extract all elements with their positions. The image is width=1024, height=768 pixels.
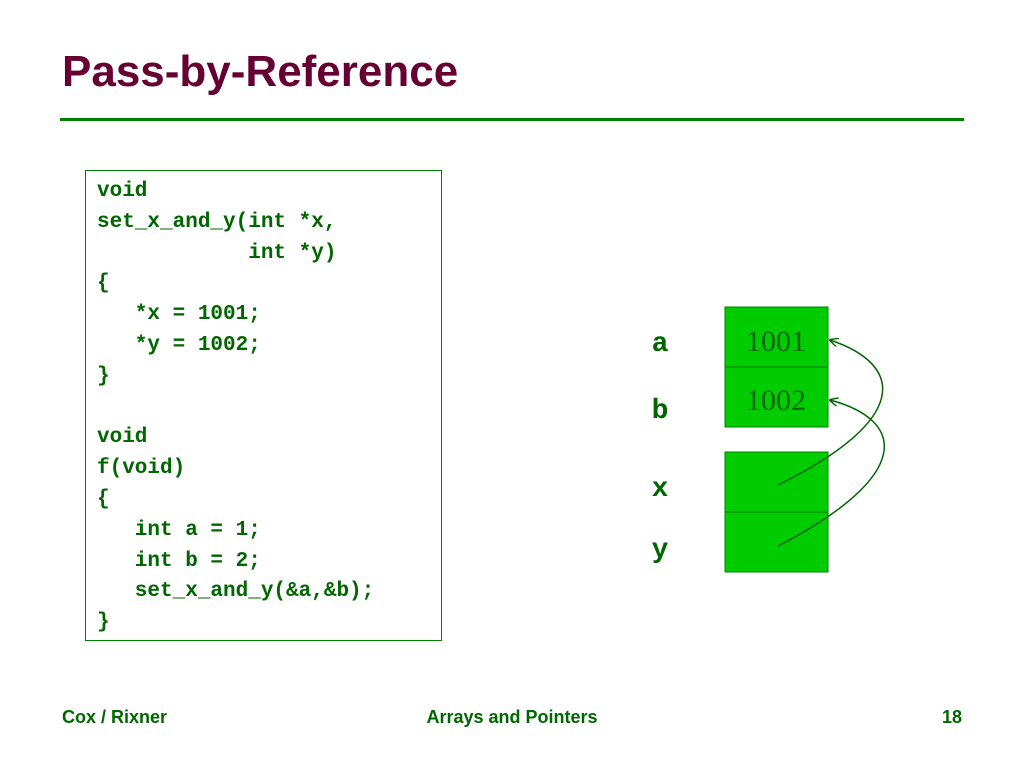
- code-line: void: [97, 426, 148, 450]
- variable-label-a: a: [652, 329, 669, 360]
- slide-title: Pass-by-Reference: [62, 47, 459, 96]
- code-line: int a = 1;: [97, 518, 261, 542]
- code-line: {: [97, 272, 110, 296]
- variable-label-y: y: [652, 535, 669, 566]
- code-line: void: [97, 180, 148, 203]
- variable-label-x: x: [652, 474, 669, 505]
- code-line: *x = 1001;: [97, 303, 261, 327]
- code-line: {: [97, 487, 110, 511]
- code-line: }: [97, 611, 110, 635]
- footer-topic: Arrays and Pointers: [426, 707, 598, 727]
- code-line: *y = 1002;: [97, 333, 261, 357]
- cell-value-a: 1001: [746, 325, 806, 358]
- code-line: set_x_and_y(int *x,: [97, 210, 337, 234]
- variable-label-b: b: [652, 396, 669, 427]
- code-line: }: [97, 364, 110, 388]
- cell-value-b: 1002: [746, 384, 806, 417]
- memory-cell-b: [724, 366, 829, 428]
- code-line: int b = 2;: [97, 549, 261, 573]
- page-number: 18: [941, 707, 962, 727]
- memory-cell-y: [724, 511, 829, 573]
- memory-cell-x: [724, 451, 829, 513]
- title-divider: [60, 118, 964, 121]
- code-line: f(void): [97, 457, 186, 481]
- code-listing: void set_x_and_y(int *x, int *y) { *x = …: [85, 170, 442, 641]
- pointer-arrow-x-to-a: [777, 340, 884, 486]
- footer-author: Cox / Rixner: [62, 707, 168, 727]
- code-line: set_x_and_y(&a,&b);: [97, 580, 375, 604]
- pointer-arrow-y-to-b: [777, 400, 885, 547]
- memory-cell-a: [724, 306, 829, 368]
- code-line: int *y): [97, 241, 337, 265]
